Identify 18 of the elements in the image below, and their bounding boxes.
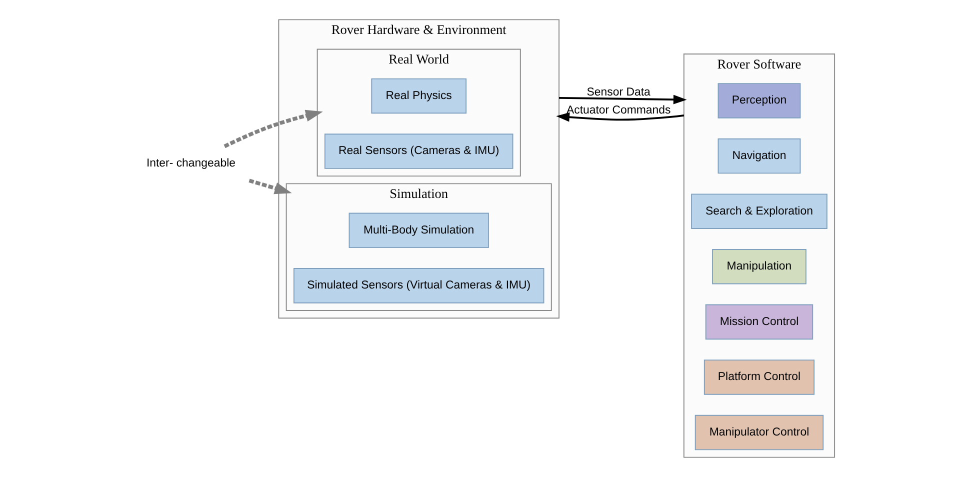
node-box: Navigation bbox=[717, 138, 800, 174]
node-box: Real Sensors (Cameras & IMU) bbox=[324, 134, 513, 169]
node-box: Manipulator Control bbox=[694, 414, 824, 450]
edge-label: Actuator Commands bbox=[566, 104, 670, 117]
node-box: Mission Control bbox=[704, 304, 813, 340]
node-box: Platform Control bbox=[703, 360, 814, 395]
node-box: Simulated Sensors (Virtual Cameras & IMU) bbox=[292, 268, 544, 304]
arrow bbox=[223, 110, 322, 148]
node-box: Multi-Body Simulation bbox=[348, 212, 488, 248]
node-text: Inter- changeable bbox=[146, 158, 235, 170]
node-box: Real Physics bbox=[370, 78, 466, 114]
arrow bbox=[556, 112, 684, 122]
node-box: Perception bbox=[717, 83, 800, 118]
arrow bbox=[558, 94, 686, 104]
node-box: Manipulation bbox=[712, 248, 806, 284]
edge-label: Sensor Data bbox=[586, 86, 650, 99]
arrow bbox=[248, 178, 292, 194]
node-box: Search & Exploration bbox=[690, 194, 827, 229]
